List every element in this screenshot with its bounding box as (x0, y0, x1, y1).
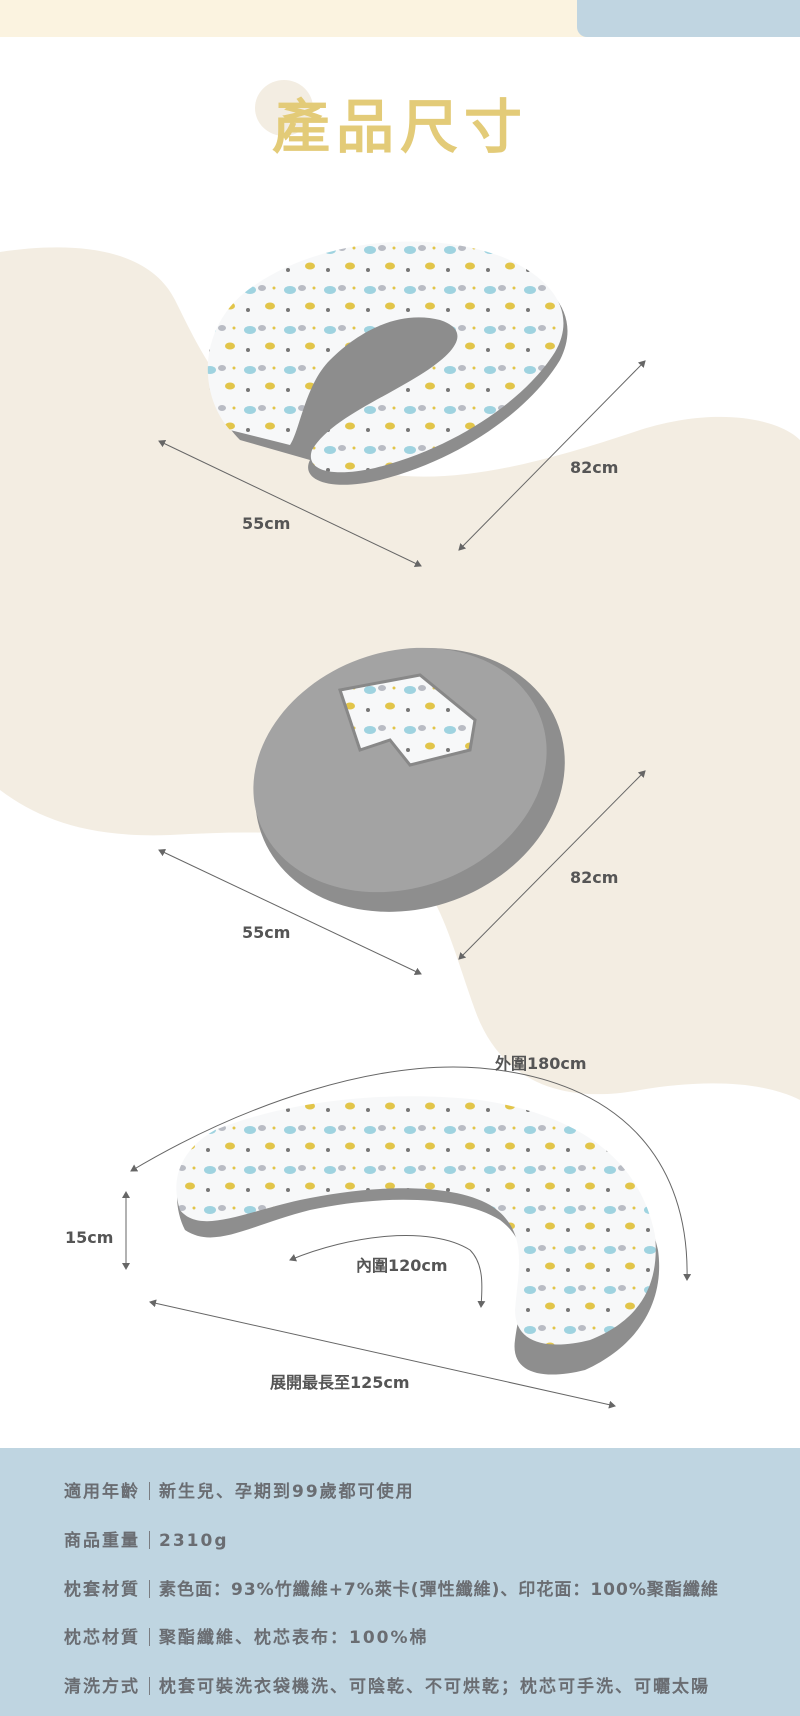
spec-value: 枕套可裝洗衣袋機洗、可陰乾、不可烘乾；枕芯可手洗、可曬太陽 (159, 1677, 710, 1697)
spec-table: 適用年齡新生兒、孕期到99歲都可使用 商品重量 2310g 枕套材質素色面：93%… (0, 1448, 800, 1716)
outer-circumference-label: 外圍180cm (495, 1054, 587, 1073)
inner-arrow (289, 1235, 486, 1308)
unfolded-length-label: 展開最長至125cm (270, 1373, 410, 1392)
spec-value: 聚酯纖維、枕芯表布：100%棉 (159, 1628, 429, 1648)
divider (149, 1580, 150, 1598)
spec-label: 枕套材質 (64, 1580, 140, 1600)
top-tab (577, 0, 800, 37)
length-label: 82cm (570, 458, 619, 477)
divider (149, 1677, 150, 1695)
spec-row: 商品重量 2310g (64, 1526, 228, 1551)
inner-circumference-label: 內圍120cm (356, 1256, 448, 1275)
spec-label: 清洗方式 (64, 1677, 140, 1697)
divider (149, 1482, 150, 1500)
product-illustration (0, 241, 800, 1409)
spec-label: 適用年齡 (64, 1482, 140, 1502)
spec-value: 新生兒、孕期到99歲都可使用 (159, 1482, 415, 1502)
spec-value: 素色面：93%竹纖維+7%萊卡(彈性纖維)、印花面：100%聚酯纖維 (159, 1580, 719, 1600)
width-label: 55cm (242, 923, 291, 942)
title-decoration (255, 80, 313, 136)
width-label: 55cm (242, 514, 291, 533)
outer-arrow (130, 1066, 692, 1281)
page-title: 產品尺寸 (271, 93, 528, 161)
length-label: 82cm (570, 868, 619, 887)
spec-label: 枕芯材質 (64, 1628, 140, 1648)
spec-row: 清洗方式枕套可裝洗衣袋機洗、可陰乾、不可烘乾；枕芯可手洗、可曬太陽 (64, 1672, 710, 1697)
spec-value: 2310g (159, 1531, 229, 1551)
spec-row: 枕芯材質聚酯纖維、枕芯表布：100%棉 (64, 1623, 429, 1648)
length-arrow (458, 360, 646, 551)
spec-row: 適用年齡新生兒、孕期到99歲都可使用 (64, 1477, 415, 1502)
length-arrow (458, 770, 646, 960)
unfolded-arrow (149, 1299, 616, 1409)
spec-row: 枕套材質素色面：93%竹纖維+7%萊卡(彈性纖維)、印花面：100%聚酯纖維 (64, 1575, 719, 1600)
divider (149, 1628, 150, 1646)
height-label: 15cm (65, 1228, 114, 1247)
width-arrow (158, 848, 422, 976)
divider (149, 1531, 150, 1549)
spec-label: 商品重量 (64, 1531, 140, 1551)
width-arrow (158, 439, 422, 568)
